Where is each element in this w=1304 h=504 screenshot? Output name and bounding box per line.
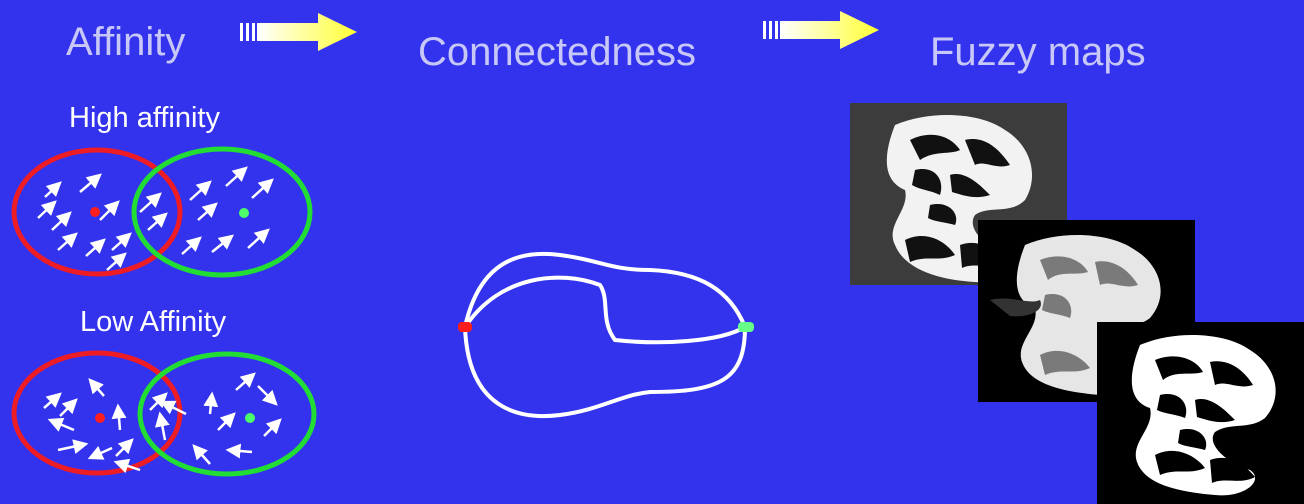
low-affinity-label: Low Affinity xyxy=(80,306,227,338)
green-region-circle xyxy=(131,146,313,278)
lower-path xyxy=(463,326,747,419)
red-seed-point xyxy=(458,322,472,332)
upper-path xyxy=(463,251,747,328)
connectedness-diagram xyxy=(458,251,754,419)
green-seed-point xyxy=(239,208,249,218)
affinity-heading: Affinity xyxy=(66,20,186,64)
affinity-arrows xyxy=(43,372,282,474)
green-seed-point xyxy=(738,322,754,332)
right-arrow-icon xyxy=(763,11,879,49)
green-region-circle xyxy=(137,351,317,477)
fuzzy-maps-heading: Fuzzy maps xyxy=(930,30,1146,74)
red-region-circle xyxy=(11,147,183,277)
high-affinity-label: High affinity xyxy=(69,102,220,134)
brain-fuzzy-map-3 xyxy=(1097,322,1304,504)
affinity-arrows xyxy=(37,166,274,271)
connectedness-heading: Connectedness xyxy=(418,30,696,74)
brain-fuzzy-map-2 xyxy=(978,220,1195,402)
red-seed-point xyxy=(90,207,100,217)
right-arrow-icon xyxy=(240,13,357,51)
high-affinity-diagram xyxy=(11,146,313,278)
green-seed-point xyxy=(245,413,255,423)
low-affinity-diagram xyxy=(11,350,317,477)
middle-path xyxy=(463,275,747,345)
red-region-circle xyxy=(11,350,183,476)
red-seed-point xyxy=(95,413,105,423)
